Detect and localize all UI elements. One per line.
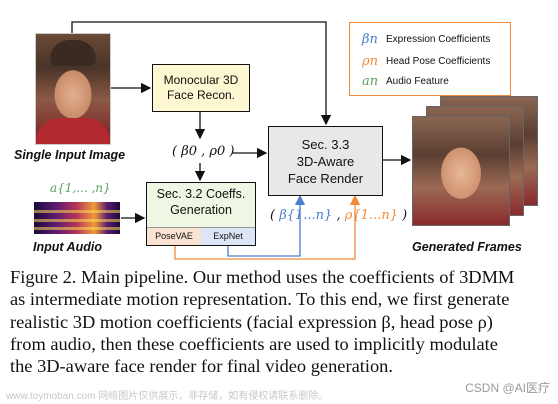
arrow-expnet-to-render — [227, 194, 306, 257]
coeffs-generation-box: Sec. 3.2 Coeffs. Generation PoseVAE ExpN… — [146, 182, 256, 246]
render-box-line2: 3D-Aware — [296, 153, 355, 169]
generated-frames-label: Generated Frames — [412, 240, 522, 254]
face-render-box: Sec. 3.3 3D-Aware Face Render — [268, 126, 383, 196]
input-face-image — [35, 33, 111, 145]
legend-symbol-beta: βn — [362, 32, 378, 47]
legend-symbol-rho: ρn — [362, 54, 379, 69]
figure-caption: Figure 2. Main pipeline. Our method uses… — [10, 267, 515, 377]
watermark-left: www.toymoban.com 网络图片仅供展示，非存储，如有侵权请联系删除。 — [6, 391, 329, 402]
expnet-module: ExpNet — [201, 227, 255, 245]
legend-item-expression: βn Expression Coefficients — [362, 32, 490, 47]
legend-text-expression: Expression Coefficients — [386, 34, 491, 45]
audio-feature-symbol: a{1,... ,n} — [50, 181, 111, 195]
beta-sequence: β{1...n} — [279, 208, 333, 223]
arrow-posevae-to-render — [174, 194, 361, 260]
input-image-label: Single Input Image — [14, 148, 126, 162]
legend-item-pose: ρn Head Pose Coefficients — [362, 54, 490, 69]
watermark-right: CSDN @AI医疗 — [465, 381, 550, 395]
input-audio-label: Input Audio — [33, 240, 102, 254]
legend-text-audio: Audio Feature — [386, 76, 449, 87]
render-box-line3: Face Render — [287, 170, 364, 186]
initial-coefficients: ( β0 , ρ0 ) — [172, 144, 235, 159]
legend: βn Expression Coefficients ρn Head Pose … — [349, 22, 511, 96]
coeffs-box-line2: Generation — [170, 203, 232, 217]
generated-frame-front — [412, 116, 510, 226]
recon-box-line1: Monocular 3D — [163, 73, 239, 87]
initial-coefficients-text: ( β0 , ρ0 ) — [172, 144, 235, 159]
audio-spectrogram — [34, 202, 120, 234]
legend-item-audio: an Audio Feature — [362, 74, 449, 89]
pipeline-arrows — [71, 21, 412, 260]
coeffs-box-line1: Sec. 3.2 Coeffs. — [156, 187, 246, 201]
legend-symbol-a: an — [362, 74, 379, 89]
recon-box: Monocular 3D Face Recon. — [152, 64, 250, 112]
coefficient-sequence: ( β{1...n} , ρ{1...n} ) — [270, 208, 408, 223]
legend-text-pose: Head Pose Coefficients — [386, 56, 491, 67]
recon-box-line2: Face Recon. — [166, 88, 236, 102]
rho-sequence: ρ{1...n} — [344, 208, 398, 223]
arrow-image-to-render — [71, 21, 332, 126]
posevae-module: PoseVAE — [147, 227, 202, 245]
render-box-line1: Sec. 3.3 — [301, 136, 350, 152]
